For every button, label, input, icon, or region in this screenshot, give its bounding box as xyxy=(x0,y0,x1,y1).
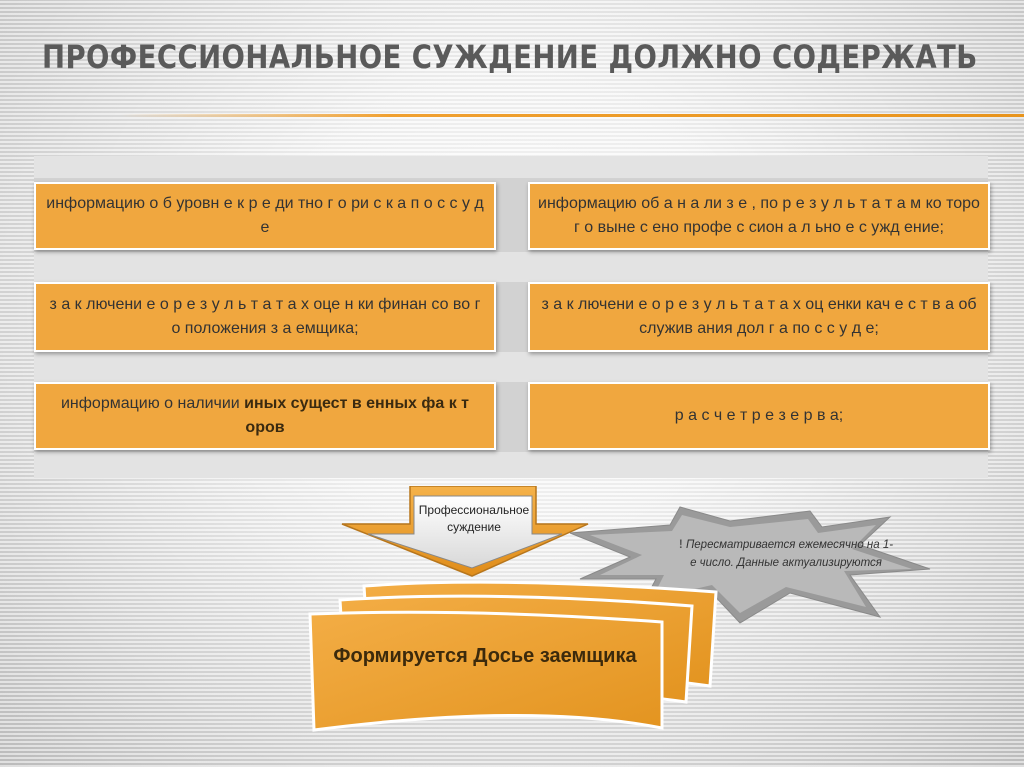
title-underline xyxy=(120,114,1024,117)
down-arrow-shape xyxy=(341,486,589,577)
judgement-item-reserve: р а с ч е т р е з е р в а; xyxy=(528,382,990,450)
note-text: ! Пересматривается ежемесячно на 1-е чис… xyxy=(676,536,896,572)
panel-stripe xyxy=(34,252,988,282)
panel-stripe xyxy=(34,352,988,382)
arrow-label: Профессиональное суждение xyxy=(418,503,530,534)
panel-stripe xyxy=(34,156,988,178)
item-text: з а к лючени е о р е з у л ь т а т а х о… xyxy=(49,296,481,337)
item-text: информацию об а н а ли з е , по р е з у … xyxy=(538,195,980,236)
item-text: информацию о наличии иных сущест в енных… xyxy=(44,392,486,440)
judgement-item-financial-position: з а к лючени е о р е з у л ь т а т а х о… xyxy=(34,282,496,352)
item-text-bold: иных сущест в енных фа к т оров xyxy=(244,395,469,436)
panel-stripe xyxy=(34,452,988,478)
note-text-body: Пересматривается ежемесячно на 1-е число… xyxy=(685,539,894,569)
page-title: ПРОФЕССИОНАЛЬНОЕ СУЖДЕНИЕ ДОЛЖНО СОДЕРЖА… xyxy=(42,38,978,76)
dossier-stack-shape xyxy=(308,580,718,732)
judgement-item-other-factors: информацию о наличии иных сущест в енных… xyxy=(34,382,496,450)
exclamation-icon: ! xyxy=(678,539,683,551)
item-text: з а к лючени е о р е з у л ь т а т а х о… xyxy=(541,296,977,337)
dossier-label: Формируется Досье заемщика xyxy=(333,645,637,667)
item-text: информацию о б уровн е к р е ди тно г о … xyxy=(46,195,484,236)
judgement-item-debt-service: з а к лючени е о р е з у л ь т а т а х о… xyxy=(528,282,990,352)
item-text: р а с ч е т р е з е р в а; xyxy=(674,407,844,424)
judgement-item-analysis: информацию об а н а ли з е , по р е з у … xyxy=(528,182,990,250)
item-text-plain: информацию о наличии xyxy=(60,395,245,412)
judgement-item-credit-risk: информацию о б уровн е к р е ди тно г о … xyxy=(34,182,496,250)
